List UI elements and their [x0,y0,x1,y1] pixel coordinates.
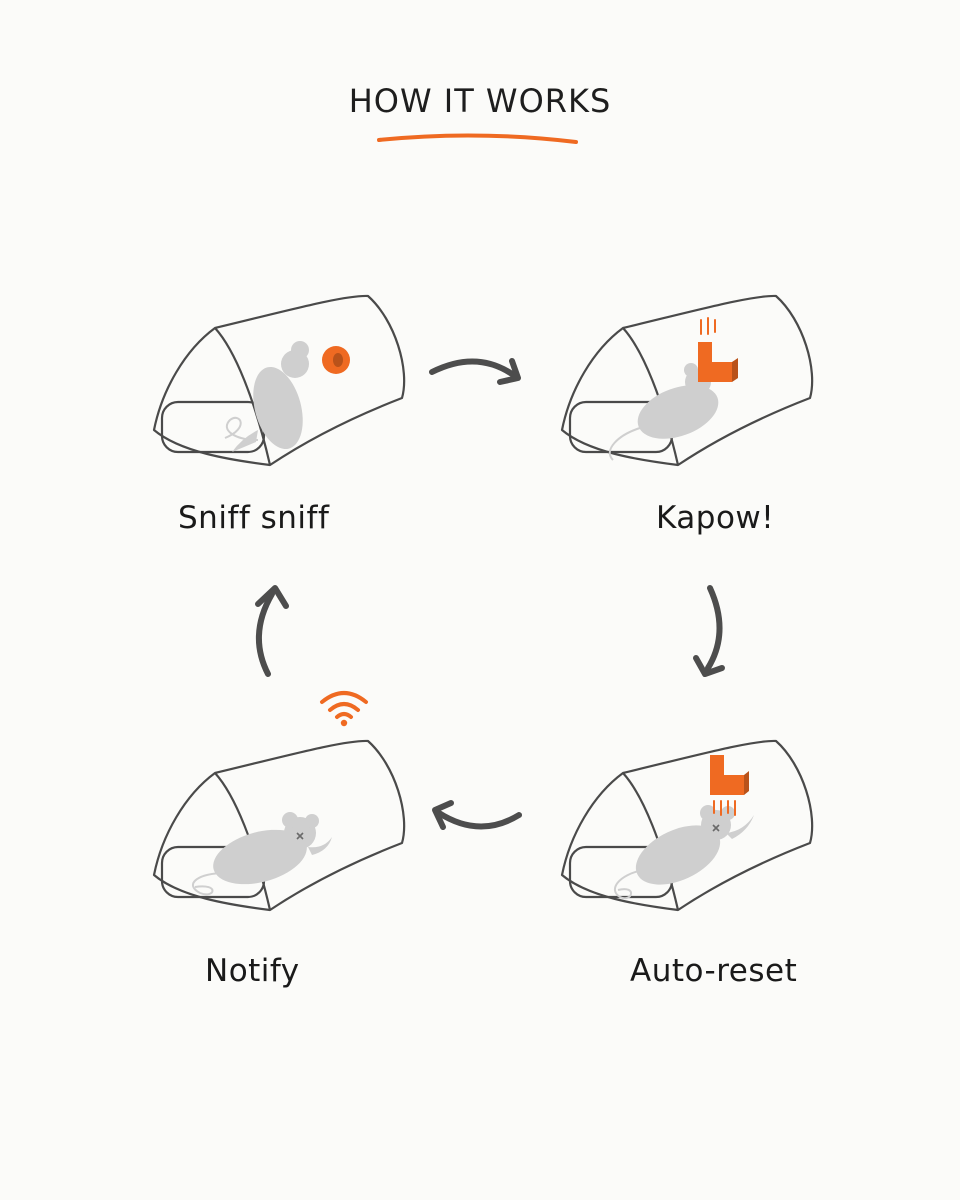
step-label-notify: Notify [205,953,300,989]
step-notify [140,725,430,945]
step-sniff [140,280,430,500]
mouse-icon [232,341,309,452]
arrow-reset-to-notify-icon [432,800,522,830]
arrow-sniff-to-kapow-icon [429,358,521,385]
arrow-notify-to-sniff-icon [255,585,289,677]
step-label-sniff: Sniff sniff [178,500,330,536]
step-label-auto-reset: Auto-reset [630,953,798,989]
page-title: HOW IT WORKS [348,82,612,120]
striker-icon [698,317,738,382]
trap-icon [152,739,406,912]
bait-icon [322,346,350,374]
step-label-kapow: Kapow! [656,500,775,536]
mouse-icon [213,812,332,885]
trap-icon [560,739,814,912]
title-underline [377,133,578,144]
mouse-icon [635,805,754,885]
arrow-kapow-to-reset-icon [693,585,725,677]
step-kapow [548,280,838,500]
striker-icon [710,755,749,816]
step-auto-reset [548,725,838,945]
wifi-icon [320,691,368,727]
